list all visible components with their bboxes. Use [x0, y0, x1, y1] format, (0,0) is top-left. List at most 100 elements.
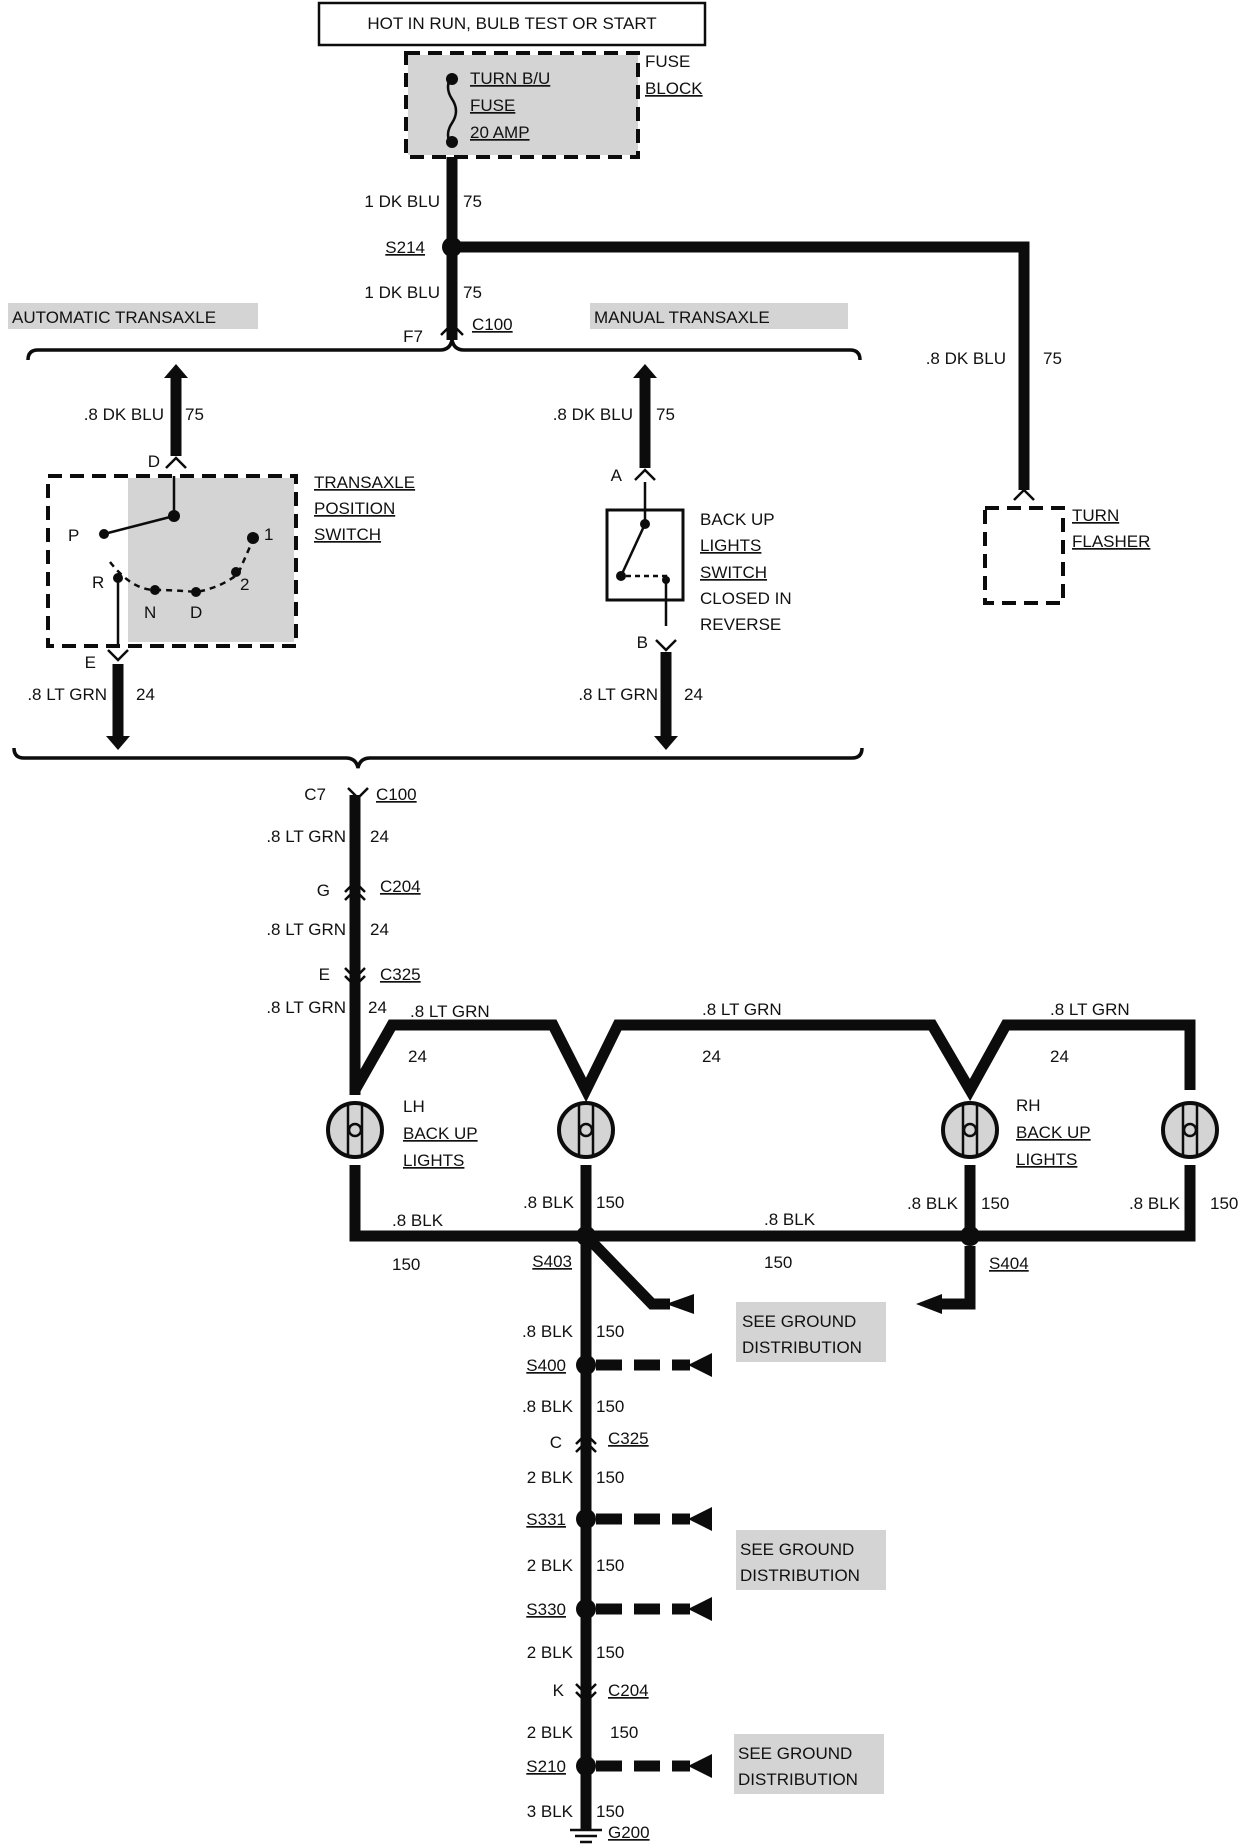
ground-ref-1-line2: DISTRIBUTION — [742, 1338, 862, 1357]
grn-3-circuit: 24 — [368, 998, 387, 1017]
ground-ref-3-shading — [734, 1734, 884, 1794]
lamp-distribution-wire — [350, 1019, 1196, 1103]
flasher-wire-color: .8 DK BLU — [926, 349, 1006, 368]
s403-ground-arrow — [666, 1294, 694, 1314]
fuse-terminal-top — [446, 73, 458, 85]
bottom-harness-bracket — [12, 747, 864, 769]
lh-lights-label: LH — [403, 1097, 425, 1116]
transaxle-switch-label-2: POSITION — [314, 499, 395, 518]
manual-output-circuit: 24 — [684, 685, 703, 704]
manual-label-shading — [590, 303, 848, 329]
backup-switch-label-5: REVERSE — [700, 615, 781, 634]
position-2-label: 2 — [240, 575, 249, 594]
splice-s330-label: S330 — [526, 1600, 566, 1619]
gnd-7-circuit: 150 — [596, 1802, 624, 1821]
grn-branch-3-color: .8 LT GRN — [1050, 1000, 1130, 1019]
c204-bottom-name: C204 — [608, 1681, 649, 1700]
backup-switch-label: BACK UP — [700, 510, 775, 529]
blk-bulb2-circuit: 150 — [596, 1193, 624, 1212]
lh-lights-label-2: BACK UP — [403, 1124, 478, 1143]
grn-1-circuit: 24 — [370, 827, 389, 846]
lamp-ground-bus — [349, 1165, 1196, 1242]
rh-lights-label-3: LIGHTS — [1016, 1150, 1077, 1169]
feed-wire-color: 1 DK BLU — [364, 192, 440, 211]
transaxle-contact-arm — [103, 514, 175, 536]
gnd-3-color: 2 BLK — [527, 1468, 574, 1487]
s210-ground-arrow — [688, 1754, 712, 1778]
c204-bottom-pin: K — [553, 1681, 565, 1700]
splice-s210 — [576, 1756, 596, 1776]
grn-branch-2-circuit: 24 — [702, 1047, 721, 1066]
manual-output-color: .8 LT GRN — [578, 685, 658, 704]
gnd-3-circuit: 150 — [596, 1468, 624, 1487]
rh-backup-light-1 — [941, 1101, 999, 1159]
splice-s400 — [576, 1355, 596, 1375]
grn-1-color: .8 LT GRN — [266, 827, 346, 846]
feed-mid-circuit: 75 — [463, 283, 482, 302]
backup-switch-label-2: LIGHTS — [700, 536, 761, 555]
gnd-2-circuit: 150 — [596, 1397, 624, 1416]
c204-top-pin: G — [317, 881, 330, 900]
c325-bottom-name: C325 — [608, 1429, 649, 1448]
fuse-block-label: FUSE — [645, 52, 690, 71]
auto-output-color: .8 LT GRN — [27, 685, 107, 704]
splice-s331-label: S331 — [526, 1510, 566, 1529]
auto-output-arrow — [106, 736, 130, 750]
blk-bulb4-circuit: 150 — [1210, 1194, 1238, 1213]
ground-g200-label: G200 — [608, 1823, 650, 1842]
fuse-element — [446, 74, 458, 147]
blk-bulb3-color: .8 BLK — [907, 1194, 959, 1213]
position-n-contact — [150, 585, 160, 595]
c100-bottom-name: C100 — [376, 785, 417, 804]
automatic-transaxle-label: AUTOMATIC TRANSAXLE — [12, 308, 216, 327]
automatic-label-shading — [8, 303, 258, 329]
manual-output-arrow — [654, 736, 678, 750]
manual-input-circuit: 75 — [656, 405, 675, 424]
gnd-1-color: .8 BLK — [522, 1322, 574, 1341]
manual-pin-out: B — [637, 633, 648, 652]
s403-ground-lead — [588, 1238, 670, 1310]
manual-transaxle-label: MANUAL TRANSAXLE — [594, 308, 770, 327]
feed-mid-color: 1 DK BLU — [364, 283, 440, 302]
auto-pin-d-connector — [165, 456, 187, 469]
power-source-label: HOT IN RUN, BULB TEST OR START — [367, 14, 656, 33]
fuse-type: FUSE — [470, 96, 515, 115]
lh-lights-label-3: LIGHTS — [403, 1151, 464, 1170]
blk-bulb2-color: .8 BLK — [523, 1193, 575, 1212]
blk-bulb3-circuit: 150 — [981, 1194, 1009, 1213]
auto-output-circuit: 24 — [136, 685, 155, 704]
c325-bottom-connector — [575, 1432, 597, 1453]
manual-pin-b-connector — [655, 639, 677, 652]
c204-top-connector — [344, 880, 366, 901]
flasher-label: TURN — [1072, 506, 1119, 525]
rh-backup-light-2 — [1161, 1101, 1219, 1159]
position-d-label: D — [190, 603, 202, 622]
backup-switch-label-4: CLOSED IN — [700, 589, 792, 608]
blk-mid-color: .8 BLK — [764, 1210, 816, 1229]
grn-branch-1-circuit: 24 — [408, 1047, 427, 1066]
fuse-name: TURN B/U — [470, 69, 550, 88]
blk-mid-circuit: 150 — [764, 1253, 792, 1272]
flasher-wire-circuit: 75 — [1043, 349, 1062, 368]
c204-top-name: C204 — [380, 877, 421, 896]
c100-top-pin: F7 — [403, 327, 423, 346]
transaxle-position-switch — [46, 474, 298, 648]
position-detent-path — [109, 541, 254, 594]
fuse-block-outline — [404, 51, 640, 159]
splice-s400-label: S400 — [526, 1356, 566, 1375]
ground-ref-1-shading — [736, 1302, 886, 1362]
splice-s331 — [576, 1509, 596, 1529]
s331-ground-arrow — [688, 1507, 712, 1531]
backup-switch-label-3: SWITCH — [700, 563, 767, 582]
manual-pin-in: A — [611, 466, 623, 485]
grn-2-circuit: 24 — [370, 920, 389, 939]
ground-ref-1: SEE GROUND — [742, 1312, 856, 1331]
c325-top-connector — [344, 967, 366, 988]
splice-s404-label: S404 — [989, 1254, 1029, 1273]
transaxle-switch-label: TRANSAXLE — [314, 473, 415, 492]
manual-pin-a-connector — [634, 468, 656, 481]
splice-s214-label: S214 — [385, 238, 425, 257]
splice-s330 — [576, 1599, 596, 1619]
lh-backup-light-2 — [557, 1101, 615, 1159]
c100-top-name: C100 — [472, 315, 513, 334]
